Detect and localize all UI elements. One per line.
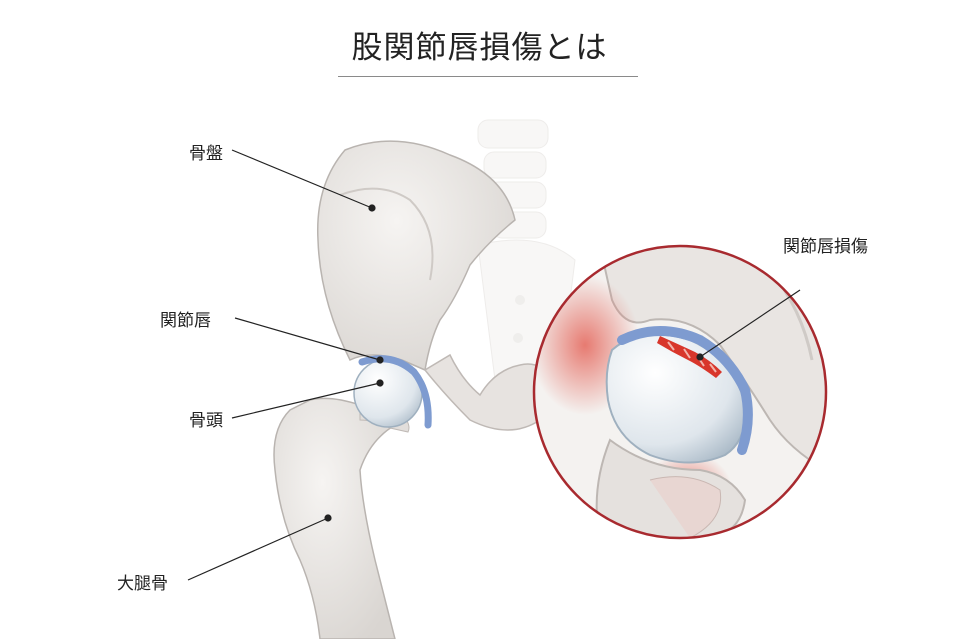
page-title: 股関節唇損傷とは <box>351 30 608 66</box>
leader-lines <box>187 149 801 581</box>
label-femoral-head: 骨頭 <box>189 411 223 431</box>
femur-bone <box>273 397 397 639</box>
pelvis-inner-contour <box>339 187 434 281</box>
magnified-view <box>532 244 828 540</box>
pelvis-bone <box>316 140 516 372</box>
label-labrum: 関節唇 <box>160 311 211 331</box>
magnifier-ring <box>532 244 828 540</box>
label-femur: 大腿骨 <box>117 574 168 594</box>
label-pelvis: 骨盤 <box>189 144 223 164</box>
label-labral-tear: 関節唇損傷 <box>783 237 868 257</box>
title-underline <box>338 76 638 77</box>
